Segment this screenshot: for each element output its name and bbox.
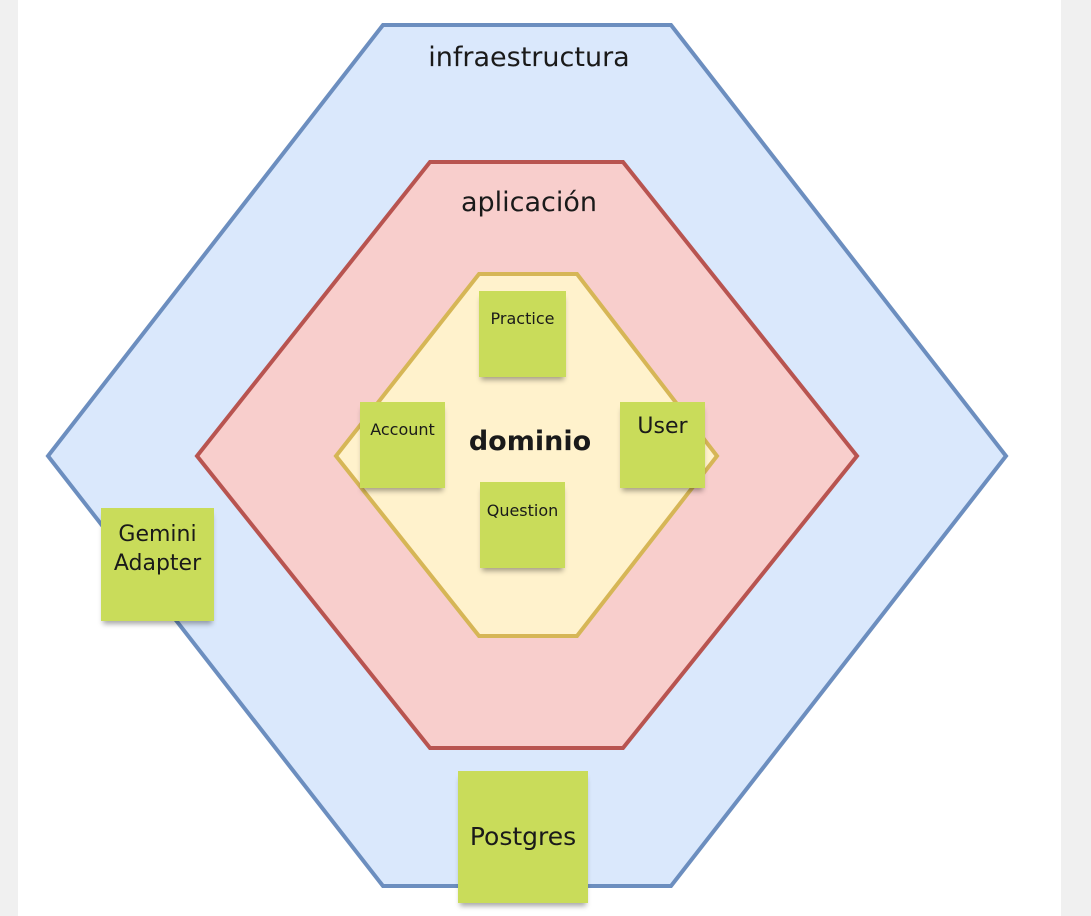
- note-gemini-line2: Adapter: [113, 550, 202, 576]
- note-practice-label: Practice: [490, 308, 555, 328]
- note-account: Account: [360, 402, 445, 488]
- note-postgres-label: Postgres: [469, 821, 577, 851]
- note-question: Question: [480, 482, 565, 568]
- note-user-label: User: [637, 413, 688, 439]
- domain-hexagon: [333, 272, 720, 638]
- infrastructure-label: infraestructura: [428, 42, 629, 73]
- note-gemini-adapter: Gemini Adapter: [101, 508, 214, 621]
- note-question-label: Question: [486, 500, 559, 520]
- note-account-label: Account: [370, 419, 435, 439]
- note-practice: Practice: [479, 291, 566, 377]
- note-postgres: Postgres: [458, 771, 588, 903]
- application-label: aplicación: [461, 187, 597, 218]
- domain-label: dominio: [469, 426, 591, 457]
- note-user: User: [620, 402, 705, 488]
- note-gemini-line1: Gemini: [118, 521, 197, 547]
